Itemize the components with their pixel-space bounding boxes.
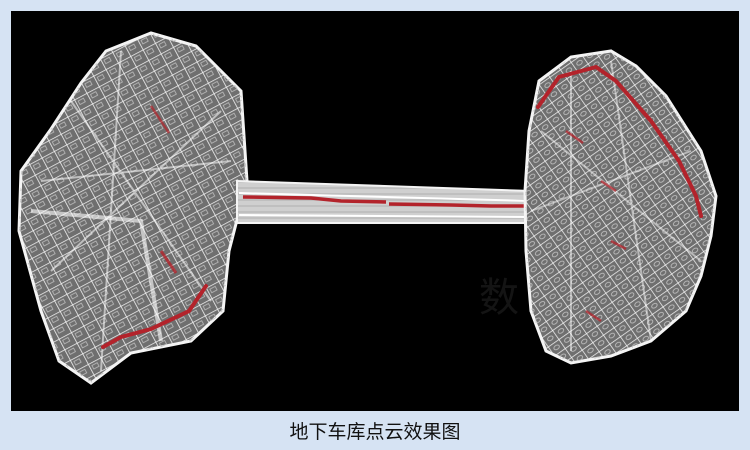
right-garage-section bbox=[523, 49, 718, 365]
left-garage-section bbox=[17, 31, 249, 385]
figure-frame: 数 bbox=[11, 11, 739, 411]
figure-caption: 地下车库点云效果图 bbox=[289, 421, 461, 443]
point-cloud-illustration: 数 bbox=[17, 31, 718, 385]
point-cloud-image: 数 bbox=[11, 11, 739, 411]
connecting-corridor bbox=[236, 179, 532, 224]
watermark-glyph: 数 bbox=[479, 275, 519, 321]
